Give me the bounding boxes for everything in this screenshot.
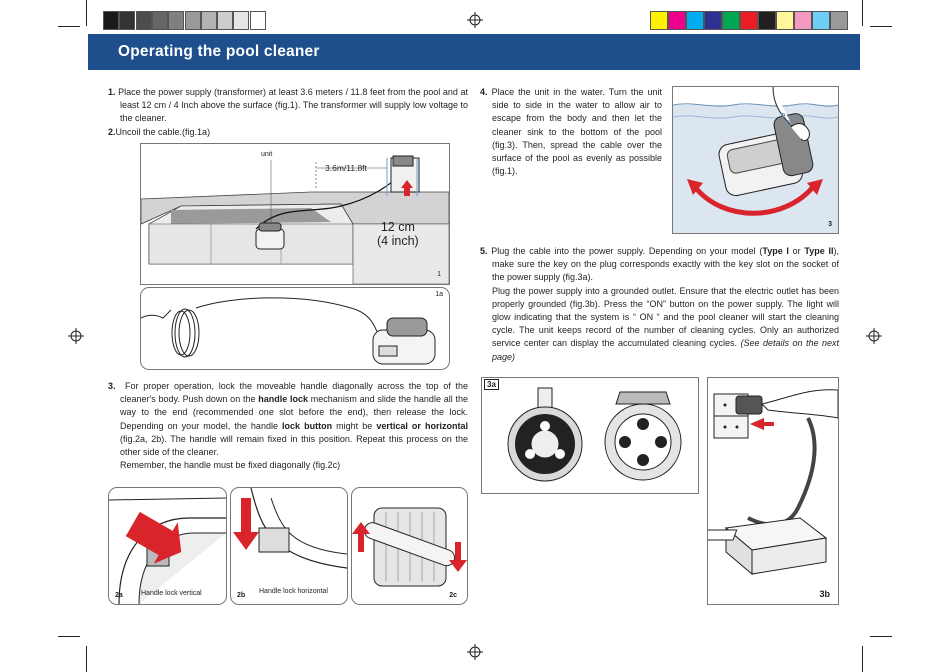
color-swatch <box>740 11 758 30</box>
figure-2c-handle-diagonal: 2c <box>351 487 468 605</box>
figure-3a-plug-socket: 3a <box>481 377 699 494</box>
figure-caption: Handle lock vertical <box>141 590 202 597</box>
figure-2a-handle-vertical: 2a Handle lock vertical <box>108 487 227 605</box>
step-body: might be <box>332 420 377 431</box>
step-body: mechanism and slide the handle all the w… <box>120 394 468 431</box>
grayscale-swatch <box>168 11 185 30</box>
step-number: 2. <box>108 126 116 137</box>
registration-mark-icon <box>467 12 483 28</box>
figure-caption: Handle lock horizontal <box>259 588 328 595</box>
step-body: Place the unit in the water. Turn the un… <box>491 87 662 177</box>
step-body: Plug the cable into the power supply. De… <box>491 246 763 256</box>
height-label: 12 cm (4 inch) <box>377 220 419 248</box>
registration-mark-icon <box>866 328 882 344</box>
figure-label: 2a <box>115 592 123 599</box>
color-swatch <box>650 11 668 30</box>
cable-uncoil-illustration <box>141 297 436 365</box>
registration-mark-icon <box>467 644 483 660</box>
figure-label: 3a <box>484 379 499 390</box>
figure-1a-cable-uncoil: 1a <box>140 287 450 370</box>
figure-3-unit-in-water: 3 <box>672 86 839 234</box>
term-vertical-horizontal: vertical or horizontal <box>376 420 469 431</box>
grayscale-swatch <box>233 11 250 30</box>
figure-2b-handle-horizontal: 2b Handle lock horizontal <box>230 487 348 605</box>
color-swatch <box>794 11 812 30</box>
figure-label: 2b <box>237 592 246 599</box>
term-lock-button: lock button <box>282 420 333 431</box>
step-body: (fig.2a, 2b). The handle will remain fix… <box>120 433 468 458</box>
step-body: Uncoil the cable.(fig.1a) <box>115 126 211 137</box>
color-swatch <box>830 11 848 30</box>
grayscale-swatch <box>103 11 119 30</box>
figure-label: 3 <box>828 221 832 228</box>
unit-in-water-illustration <box>673 87 838 233</box>
step-3-text: 3. For proper operation, lock the moveab… <box>108 380 468 472</box>
step-body: Plug the power supply into a grounded ou… <box>492 285 839 349</box>
step-3-note: Remember, the handle must be fixed diago… <box>120 460 341 471</box>
color-swatch <box>722 11 740 30</box>
figure-1-pool-setup: unit 3.6m/11.8ft 12 cm (4 inch) 1 <box>140 143 450 285</box>
figure-label: 1 <box>437 271 441 278</box>
figure-3b-power-outlet: 3b <box>707 377 839 605</box>
registration-mark-icon <box>68 328 84 344</box>
color-swatch <box>776 11 794 30</box>
step-body: Place the power supply (transformer) at … <box>118 87 468 124</box>
color-swatch <box>812 11 830 30</box>
step-body: For proper operation, lock the moveable … <box>120 381 468 405</box>
grayscale-swatch <box>217 11 234 30</box>
term-type-1: Type I <box>762 246 789 256</box>
grayscale-swatch <box>151 11 168 30</box>
color-swatch <box>668 11 686 30</box>
handle-diagonal-illustration <box>352 507 467 587</box>
step-4-text: 4. Place the unit in the water. Turn the… <box>480 86 662 178</box>
figure-label: 3b <box>819 589 830 599</box>
grayscale-swatch <box>184 11 201 30</box>
step-body: ), make sure the key on the plug corresp… <box>492 246 839 283</box>
step-body: or <box>788 246 805 256</box>
grayscale-swatch <box>249 11 266 30</box>
power-outlet-illustration <box>708 378 838 604</box>
term-handle-lock: handle lock <box>258 394 309 405</box>
figure-label: 1a <box>435 291 443 298</box>
grayscale-swatch <box>135 11 152 30</box>
step-number: 5. <box>480 246 488 256</box>
color-swatch <box>686 11 704 30</box>
handle-horizontal-illustration <box>233 488 347 569</box>
pool-setup-illustration <box>141 155 449 284</box>
grayscale-swatch <box>119 11 136 30</box>
step-5-text: 5. Plug the cable into the power supply.… <box>480 245 839 364</box>
height-label-cm: 12 cm <box>380 220 415 234</box>
step-number: 3. <box>108 381 116 391</box>
page-title: Operating the pool cleaner <box>118 43 320 60</box>
grayscale-swatch <box>200 11 217 30</box>
color-swatch <box>758 11 776 30</box>
term-type-2: Type II <box>804 246 834 256</box>
figure-label: 2c <box>449 592 457 599</box>
height-label-inch: (4 inch) <box>377 234 419 248</box>
color-swatch <box>704 11 722 30</box>
step-number: 1. <box>108 87 116 97</box>
unit-label: unit <box>261 151 273 158</box>
step-number: 4. <box>480 87 488 97</box>
see-next-page-note: (See details on the next page) <box>492 338 839 362</box>
distance-label: 3.6m/11.8ft <box>325 163 367 173</box>
handle-vertical-illustration <box>109 497 226 604</box>
plug-socket-illustration <box>507 387 682 482</box>
section-banner: Operating the pool cleaner <box>88 34 860 70</box>
step-1-text: 1. Place the power supply (transformer) … <box>108 86 468 139</box>
